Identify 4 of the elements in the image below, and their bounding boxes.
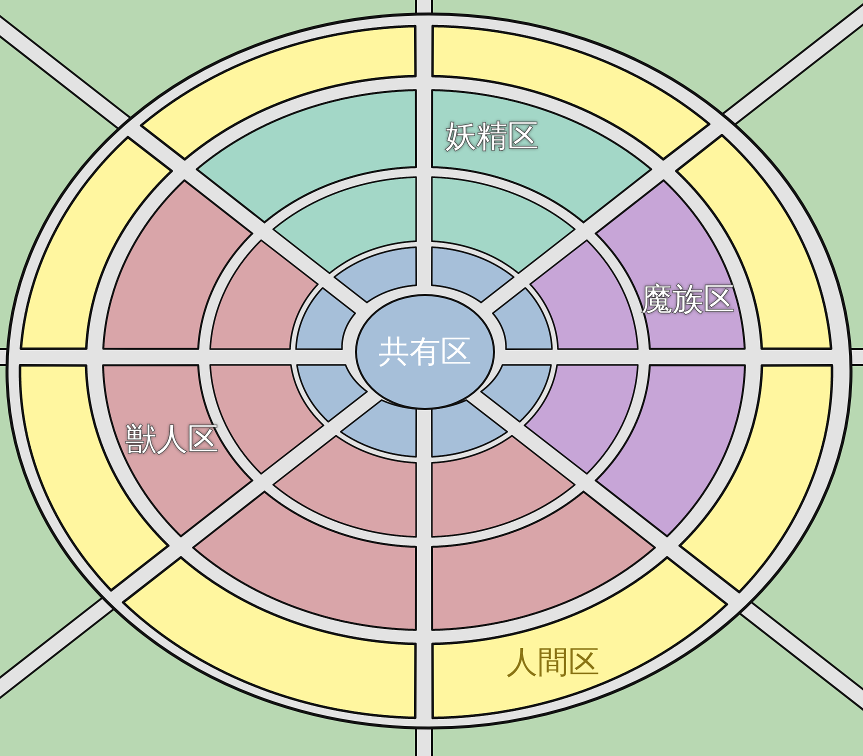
district-label: 妖精区 [446, 122, 538, 152]
district-label: 魔族区 [642, 284, 734, 316]
district-label: 獣人区 [126, 424, 218, 456]
district-label: 人間区 [506, 648, 600, 678]
